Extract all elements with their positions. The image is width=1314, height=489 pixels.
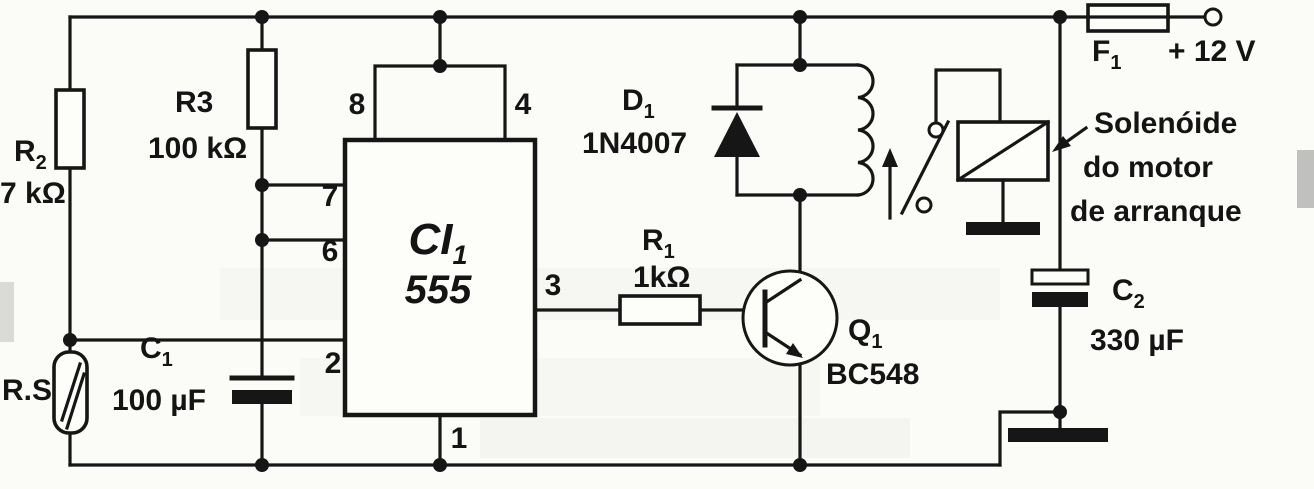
junction-dot bbox=[63, 333, 77, 347]
coil-loops bbox=[856, 63, 875, 197]
pin-2-label: 2 bbox=[325, 347, 342, 380]
c2-value: 330 µF bbox=[1090, 324, 1184, 357]
ic-part-label: 555 bbox=[405, 268, 472, 312]
relay-switch bbox=[899, 119, 951, 216]
wires bbox=[68, 15, 1207, 467]
ic-top-connector bbox=[373, 64, 507, 142]
fuse-f1 bbox=[1086, 3, 1170, 33]
supply-voltage-label: + 12 V bbox=[1168, 35, 1256, 68]
pointer-arrowhead bbox=[1052, 136, 1071, 152]
resistor-r3 bbox=[246, 48, 278, 130]
relay-coil bbox=[856, 63, 875, 197]
solenoid-label-line2: do motor bbox=[1083, 151, 1213, 184]
c2-top-plate bbox=[1030, 268, 1090, 286]
q1-collector bbox=[762, 277, 803, 306]
q1-label: Q1 bbox=[848, 314, 882, 353]
transistor-q1 bbox=[741, 269, 839, 367]
q1-part: BC548 bbox=[826, 358, 919, 391]
d1-part: 1N4007 bbox=[582, 127, 687, 160]
solenoid-pointer-arrow-icon bbox=[1052, 125, 1089, 152]
pin-6-label: 6 bbox=[322, 235, 339, 268]
ic-body bbox=[342, 137, 538, 418]
scan-smudge bbox=[480, 418, 910, 458]
supply-terminal bbox=[1203, 7, 1223, 27]
r3-value: 100 kΩ bbox=[148, 132, 247, 165]
ic-555: 8 4 7 6 2 3 1 CI1 555 bbox=[322, 64, 562, 455]
rs-label: R.S bbox=[2, 374, 52, 407]
pin-4-label: 4 bbox=[515, 88, 532, 121]
r1-value: 1kΩ bbox=[633, 261, 690, 294]
r2-value: 7 kΩ bbox=[0, 177, 66, 210]
junction-dot bbox=[1053, 10, 1067, 24]
junction-dot bbox=[433, 59, 447, 73]
solenoid-diagonal bbox=[955, 119, 1051, 183]
diode-d1 bbox=[711, 63, 763, 197]
actuator-arrowhead bbox=[882, 148, 898, 167]
capacitor-c1 bbox=[229, 375, 295, 404]
capacitor-c2 bbox=[1030, 268, 1090, 307]
junction-dot bbox=[255, 10, 269, 24]
r2-body bbox=[54, 88, 86, 170]
scan-mark bbox=[1297, 150, 1314, 208]
relay-actuator-arrow-icon bbox=[882, 148, 898, 220]
junction-dot bbox=[1053, 405, 1067, 419]
ground-symbol-solenoid bbox=[966, 222, 1040, 235]
c1-bottom-plate bbox=[232, 390, 292, 404]
resistor-r2 bbox=[54, 88, 86, 170]
q1-emitter-arrow bbox=[786, 343, 803, 358]
junction-dot bbox=[793, 58, 807, 72]
d1-label: D1 bbox=[622, 84, 655, 123]
ic-name-label: CI1 bbox=[408, 215, 467, 270]
rs-component bbox=[52, 350, 89, 435]
switch-contact-top bbox=[927, 121, 945, 139]
junction-dot bbox=[793, 188, 807, 202]
switch-solenoid-wire bbox=[934, 68, 1002, 124]
junction-dot bbox=[793, 458, 807, 472]
r2-label: R2 bbox=[14, 135, 47, 174]
r3-body bbox=[246, 48, 278, 130]
rs-hatching bbox=[59, 361, 87, 431]
junction-dots bbox=[63, 10, 1067, 472]
pin-8-label: 8 bbox=[349, 88, 366, 121]
junction-dot bbox=[255, 178, 269, 192]
junction-dot bbox=[255, 233, 269, 247]
r3-label: R3 bbox=[175, 86, 213, 119]
r1-label: R1 bbox=[642, 224, 675, 263]
solenoid-label-line3: de arranque bbox=[1070, 195, 1242, 228]
c1-value: 100 µF bbox=[112, 384, 206, 417]
f1-label: F1 bbox=[1092, 35, 1121, 74]
pin-1-label: 1 bbox=[451, 422, 468, 455]
scan-mark bbox=[0, 282, 14, 342]
resistor-r1 bbox=[618, 294, 702, 326]
scan-smudge bbox=[220, 268, 1000, 320]
ground-symbol-c2 bbox=[1008, 428, 1108, 442]
d1-anode-triangle bbox=[714, 112, 760, 157]
junction-dot bbox=[433, 10, 447, 24]
bottom-right-step-wire bbox=[998, 410, 1062, 467]
c2-bottom-plate bbox=[1032, 292, 1088, 307]
switch-contact-bottom bbox=[915, 196, 933, 214]
pin-3-label: 3 bbox=[545, 269, 562, 302]
pin-7-label: 7 bbox=[322, 180, 339, 213]
solenoid-label-line1: Solenóide bbox=[1094, 107, 1237, 140]
c2-label: C2 bbox=[1112, 274, 1145, 313]
c1-label: C1 bbox=[140, 332, 173, 371]
junction-dot bbox=[255, 458, 269, 472]
junction-dot bbox=[433, 458, 447, 472]
r1-body bbox=[618, 294, 702, 326]
junction-dot bbox=[793, 10, 807, 24]
solenoid-box bbox=[955, 119, 1051, 183]
